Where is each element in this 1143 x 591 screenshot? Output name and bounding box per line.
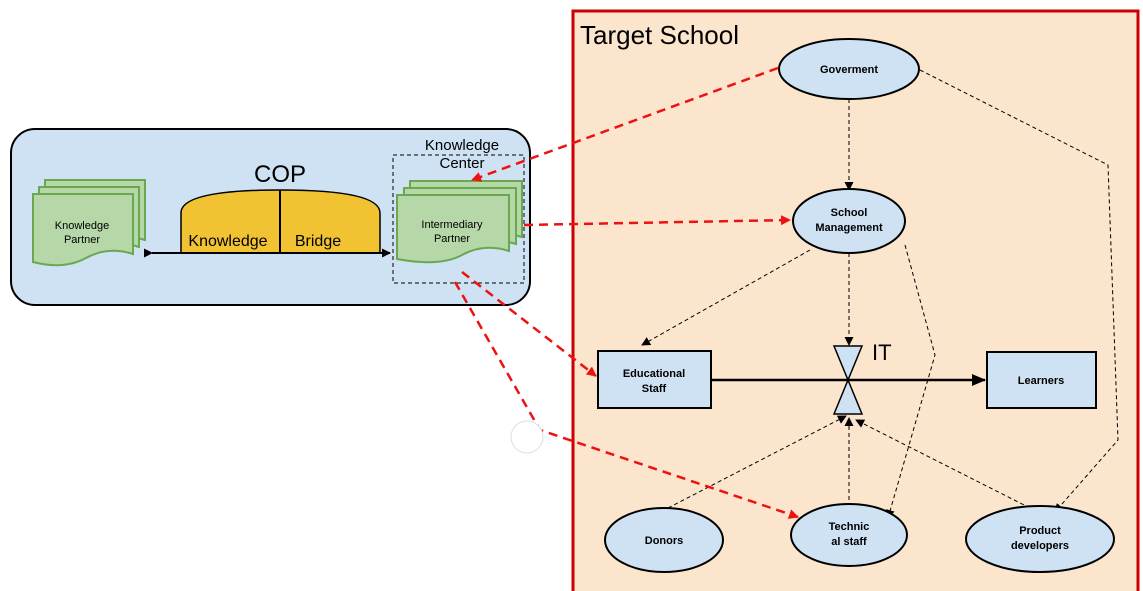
edge-government-product <box>919 69 1119 513</box>
school-management-label-1: School <box>831 207 868 219</box>
product-developers-node <box>965 505 1115 573</box>
government-node <box>778 38 920 100</box>
government-label: Goverment <box>820 64 878 76</box>
cop-label: COP <box>254 161 306 188</box>
edge-management-technical <box>885 244 936 519</box>
technical-staff-label-2: al staff <box>831 536 867 548</box>
target-school-region <box>571 9 1140 591</box>
faint-circle <box>510 420 544 454</box>
intermediary-partner-doc <box>396 180 523 264</box>
donors-label: Donors <box>645 535 684 547</box>
cop-bridge-label: Bridge <box>295 233 341 250</box>
school-management-label-2: Management <box>815 222 883 234</box>
technical-staff-label-1: Technic <box>829 521 870 533</box>
red-edge-government-knowledge-center <box>471 66 779 182</box>
it-label: IT <box>872 340 892 365</box>
target-school-title: Target School <box>580 20 739 50</box>
edge-donors-it <box>667 415 847 509</box>
knowledge-partner-label-2: Partner <box>64 234 100 246</box>
learners-label: Learners <box>1018 375 1064 387</box>
donors-node <box>604 507 724 573</box>
educational-staff-node <box>597 350 712 409</box>
red-edge-intermediary-educational <box>461 271 597 377</box>
knowledge-partner-label-1: Knowledge <box>55 220 109 232</box>
knowledge-center-box <box>392 154 525 284</box>
technical-staff-node <box>790 503 908 567</box>
it-valve-icon <box>832 345 864 415</box>
product-developers-label-1: Product <box>1019 525 1061 537</box>
intermediary-partner-label-1: Intermediary <box>421 219 483 231</box>
intermediary-partner-label-2: Partner <box>434 233 470 245</box>
educational-staff-label-1: Educational <box>623 368 685 380</box>
educational-staff-label-2: Staff <box>642 383 667 395</box>
edge-product-it <box>855 419 1031 509</box>
knowledge-partner-doc <box>32 179 146 267</box>
learners-node <box>986 351 1097 409</box>
school-management-node <box>792 188 906 254</box>
knowledge-center-label-1: Knowledge <box>425 137 499 154</box>
cop-knowledge-label: Knowledge <box>188 233 267 250</box>
knowledge-center-label-2: Center <box>439 155 484 172</box>
product-developers-label-2: developers <box>1011 540 1069 552</box>
